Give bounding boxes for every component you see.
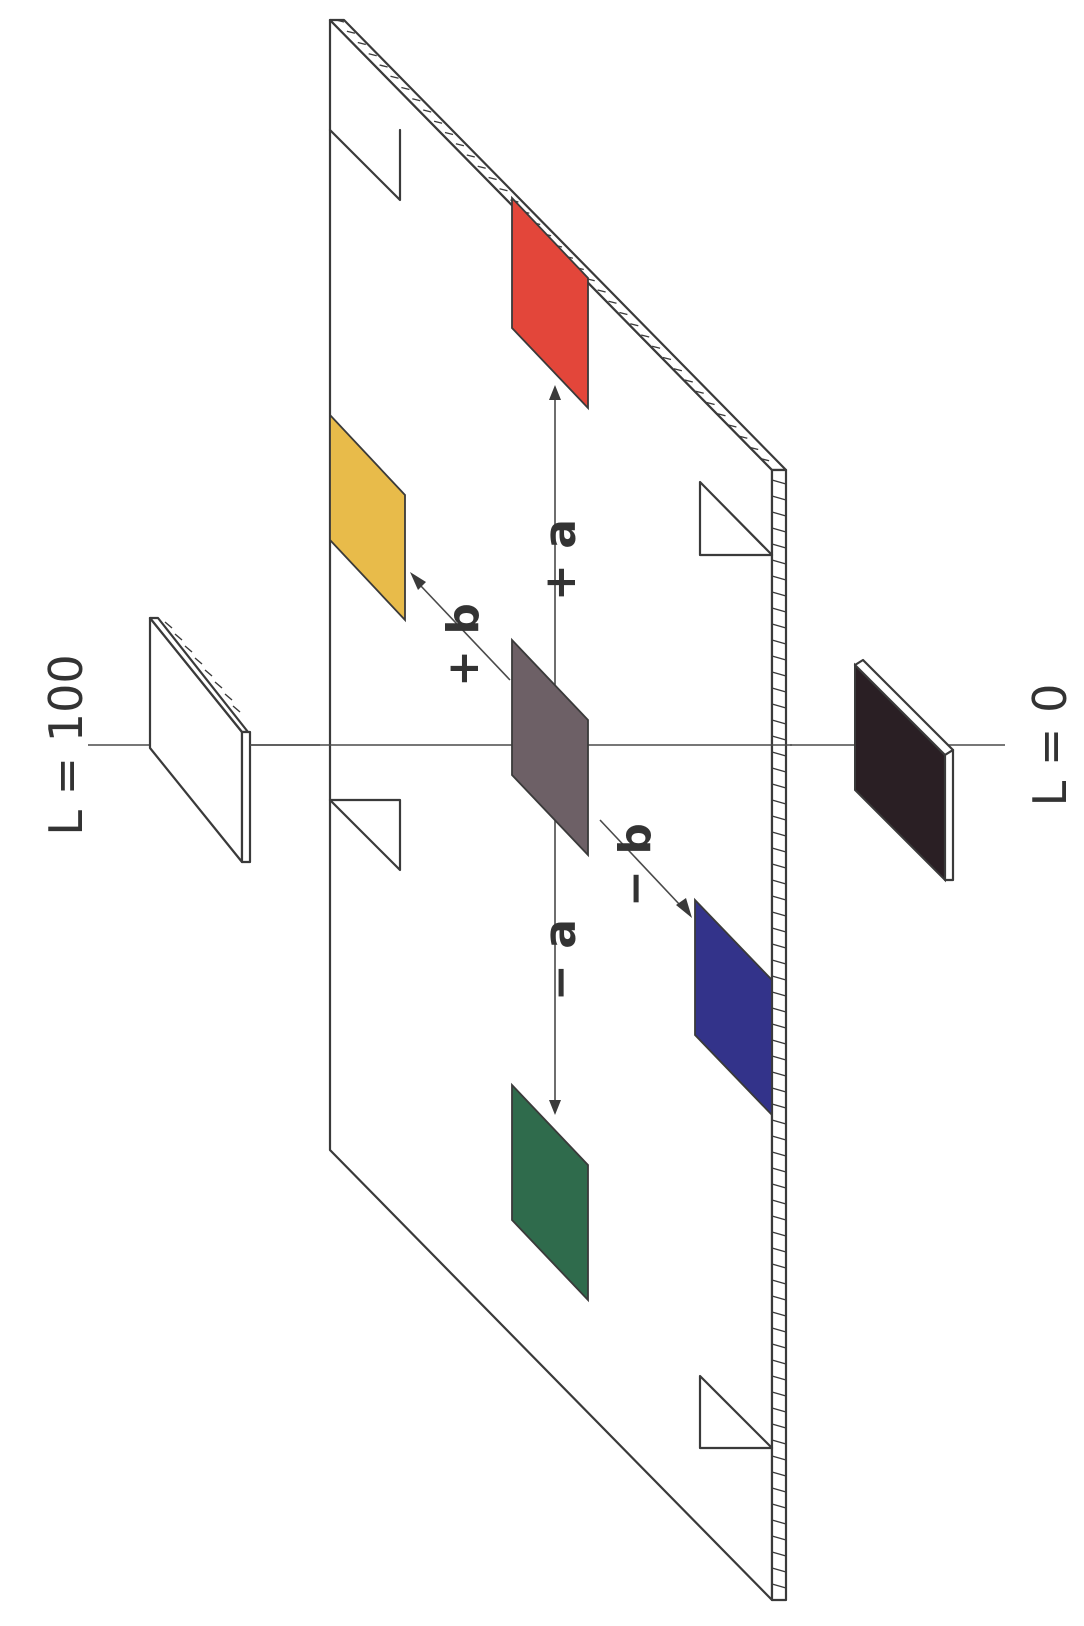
arrow-minus-b bbox=[676, 898, 692, 918]
black-plate bbox=[853, 658, 955, 883]
label-minus-b: − b bbox=[610, 823, 661, 907]
b-axis-negative bbox=[599, 819, 681, 906]
label-minus-a: − a bbox=[535, 919, 586, 1001]
b-axis-positive bbox=[419, 584, 511, 681]
arrow-plus-a bbox=[549, 385, 561, 400]
arrow-minus-a bbox=[549, 1100, 561, 1115]
green-patch bbox=[511, 1082, 589, 1303]
blue-patch bbox=[694, 897, 773, 1118]
label-plus-b: + b bbox=[438, 603, 489, 687]
red-patch bbox=[511, 195, 589, 411]
label-l-100: L = 100 bbox=[39, 654, 93, 835]
yellow-patch bbox=[329, 412, 406, 623]
label-plus-a: + a bbox=[535, 519, 586, 601]
gray-patch bbox=[511, 637, 589, 858]
arrow-plus-b bbox=[410, 572, 426, 590]
white-plate bbox=[148, 616, 252, 864]
label-l-0: L = 0 bbox=[1023, 684, 1077, 807]
